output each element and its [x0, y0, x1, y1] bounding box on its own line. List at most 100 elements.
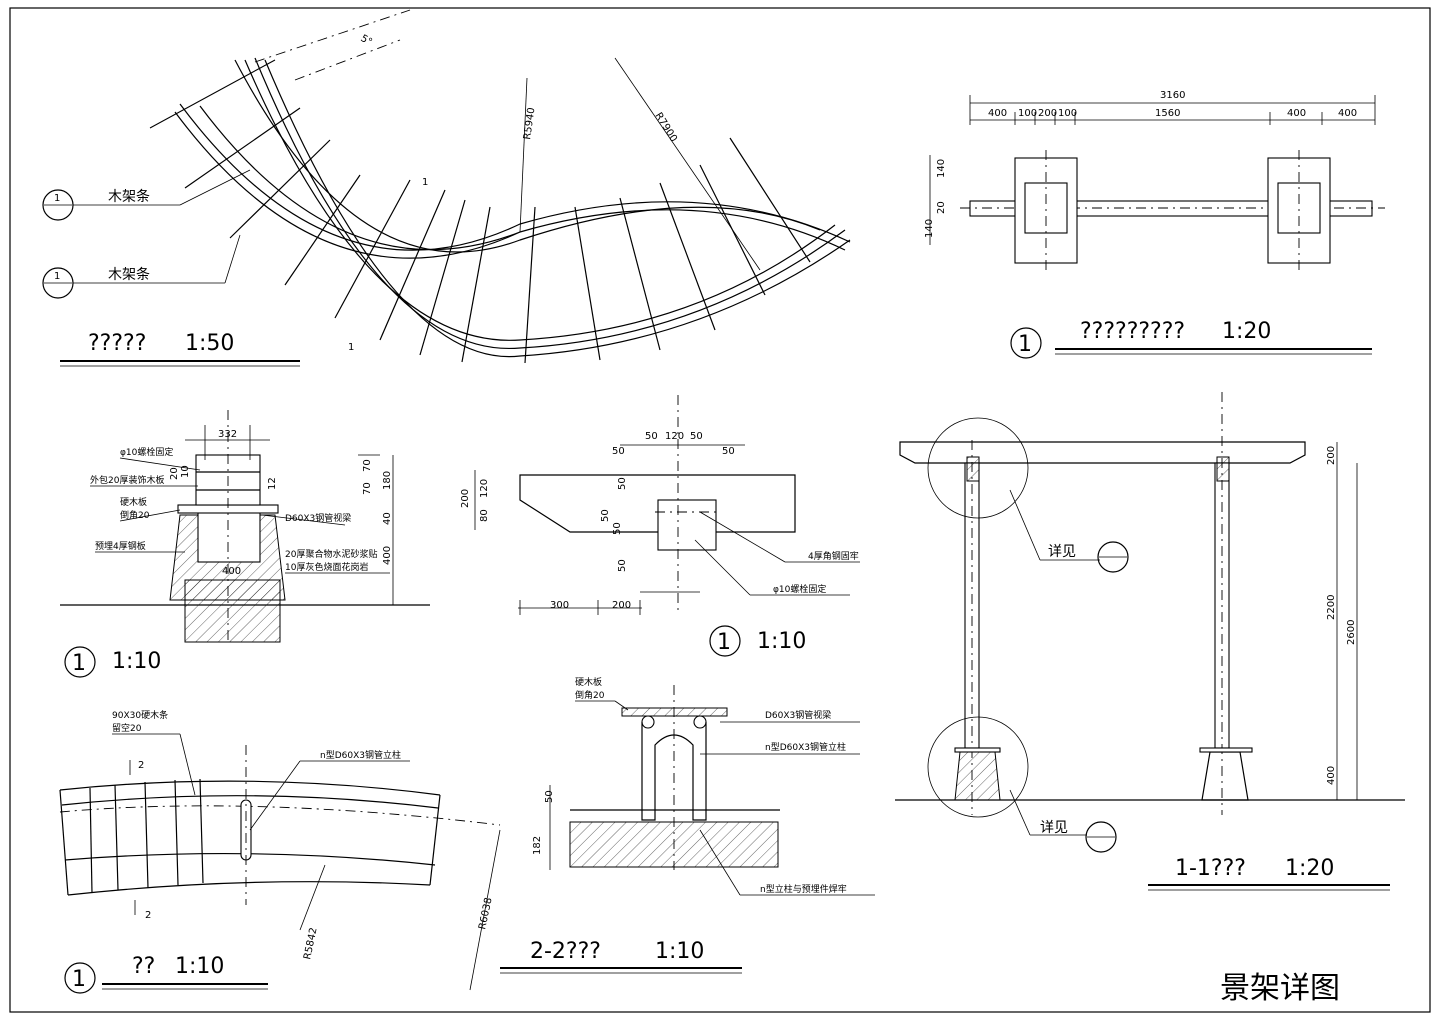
beam-joint-detail: 300 200 50 50 120 50 50 200 120 80 50 50… — [460, 395, 860, 657]
footing-detail: 332 400 20 10 12 70 70 180 40 400 φ10螺栓固… — [60, 410, 430, 678]
joint-dim-top-3: 120 — [665, 431, 684, 442]
s22-scale: 1:10 — [655, 939, 704, 964]
plan-section-mark-bottom: 1 — [348, 342, 354, 353]
joint-note-bolt: φ10螺栓固定 — [773, 583, 826, 595]
beam-plan-dim-6: 400 — [1287, 108, 1306, 119]
s22-note-hardwood: 硬木板 — [575, 676, 602, 688]
footing-note-mortar: 20厚聚合物水泥砂浆贴 — [285, 548, 377, 560]
pp-callout — [64, 962, 96, 994]
beam-plan-dim-5: 1560 — [1155, 108, 1180, 119]
beam-plan-callout-number: 1 — [1018, 332, 1032, 357]
footing-note-bolt: φ10螺栓固定 — [120, 446, 173, 458]
partial-plan-view: 2 2 90X30硬木条 留空20 n型D60X3钢管立柱 R5842 R603… — [59, 709, 501, 994]
beam-plan-title: ????????? — [1080, 319, 1185, 344]
beam-plan-left-dim-2: 20 — [936, 201, 947, 214]
s22-note-chamfer: 倒角20 — [575, 689, 605, 701]
pp-scale: 1:10 — [175, 954, 224, 979]
joint-dim-top-2: 50 — [645, 431, 658, 442]
footing-dim-70b: 70 — [362, 482, 373, 495]
plan-section-mark-top: 1 — [422, 177, 428, 188]
beam-plan-view: 3160 400 100 200 100 1560 400 400 140 — [924, 90, 1385, 359]
sheet-border — [9, 7, 1431, 1013]
plan-callout-1-number: 1 — [54, 193, 60, 204]
footing-dim-400: 400 — [382, 546, 393, 565]
footing-dim-12: 12 — [267, 477, 278, 490]
joint-callout-number: 1 — [717, 630, 731, 655]
beam-plan-dim-3: 200 — [1038, 108, 1057, 119]
s22-note-post: n型D60X3钢管立柱 — [765, 741, 846, 753]
joint-dim-top-4: 50 — [690, 431, 703, 442]
plan-radius-outer: R7900 — [652, 111, 679, 144]
footing-dim-400-width: 400 — [222, 566, 241, 577]
joint-dim-300: 300 — [550, 600, 569, 611]
s11-dim-2600: 2600 — [1346, 620, 1357, 645]
beam-plan-scale: 1:20 — [1222, 319, 1271, 344]
joint-dim-80-left: 80 — [479, 509, 490, 522]
s22-dim-50: 50 — [544, 790, 555, 803]
s22-title: 2-2??? — [530, 939, 601, 964]
joint-dim-50-d: 50 — [617, 559, 628, 572]
s11-note-see-top: 详见 — [1048, 544, 1076, 560]
joint-dim-top-1: 50 — [612, 446, 625, 457]
plan-radius-inner: R5940 — [522, 107, 537, 141]
pp-note-post: n型D60X3钢管立柱 — [320, 749, 401, 761]
joint-dim-50-b: 50 — [600, 509, 611, 522]
plan-title: ????? — [88, 331, 146, 356]
joint-dim-120-left: 120 — [479, 479, 490, 498]
beam-plan-dim-total: 3160 — [1160, 90, 1185, 101]
s11-title: 1-1??? — [1175, 856, 1246, 881]
section-2-2: 50 182 硬木板 倒角20 D60X3钢管视梁 n型D60X3钢管立柱 n型… — [500, 676, 875, 974]
plan-label-2: 木架条 — [108, 266, 150, 283]
sheet-title: 景架详图 — [1220, 971, 1340, 1006]
footing-note-steel-plate: 预埋4厚钢板 — [95, 540, 146, 552]
pp-callout-number: 1 — [72, 967, 86, 992]
footing-dim-332: 332 — [218, 429, 237, 440]
footing-note-cladding: 外包20厚装饰木板 — [90, 474, 164, 486]
pp-section-mark-top: 2 — [138, 760, 144, 771]
footing-callout-number: 1 — [72, 651, 86, 676]
joint-note-angle: 4厚角钢固牢 — [808, 550, 859, 562]
s11-dim-200: 200 — [1326, 446, 1337, 465]
joint-dim-50-a: 50 — [617, 477, 628, 490]
beam-plan-left-dim-1: 140 — [936, 159, 947, 178]
footing-dim-20: 20 — [169, 467, 180, 480]
s22-note-beam: D60X3钢管视梁 — [765, 709, 831, 721]
pp-title: ?? — [132, 954, 155, 979]
joint-dim-50-c: 50 — [612, 522, 623, 535]
s11-note-see-bottom: 详见 — [1040, 820, 1068, 836]
footing-dim-70a: 70 — [362, 459, 373, 472]
footing-dim-10: 10 — [180, 465, 191, 478]
s11-scale: 1:20 — [1285, 856, 1334, 881]
s22-note-weld: n型立柱与预埋件焊牢 — [760, 883, 847, 895]
plan-callout-2-number: 1 — [54, 271, 60, 282]
footing-dim-180: 180 — [382, 471, 393, 490]
s11-dim-400: 400 — [1326, 766, 1337, 785]
pp-section-mark-bottom: 2 — [145, 910, 151, 921]
beam-plan-callout — [1010, 327, 1042, 359]
beam-plan-dim-1: 400 — [988, 108, 1007, 119]
joint-callout — [709, 625, 741, 657]
pp-radius-a: R5842 — [302, 927, 319, 961]
beam-plan-dim-2: 100 — [1018, 108, 1037, 119]
footing-note-hardwood: 硬木板 — [120, 496, 147, 508]
joint-dim-top-5: 50 — [722, 446, 735, 457]
s22-dim-182: 182 — [532, 836, 543, 855]
footing-note-chamfer: 倒角20 — [120, 509, 150, 521]
beam-plan-left-dim-3: 140 — [924, 219, 935, 238]
beam-plan-dim-4: 100 — [1058, 108, 1077, 119]
pp-radius-b: R6038 — [477, 897, 494, 931]
s11-dim-2200: 2200 — [1326, 595, 1337, 620]
plan-scale: 1:50 — [185, 331, 234, 356]
footing-note-granite: 10厚灰色烧面花岗岩 — [285, 561, 368, 573]
footing-note-steel-beam: D60X3钢管视梁 — [285, 512, 351, 524]
plan-view: R5940 R7900 5° 1 1 1 木架条 1 木架条 ????? 1:5… — [42, 9, 851, 367]
joint-dim-200-left: 200 — [460, 489, 471, 508]
pp-note-hardwood: 90X30硬木条 — [112, 709, 168, 721]
footing-callout — [64, 646, 96, 678]
plan-angle-label: 5° — [359, 33, 374, 48]
section-1-1: 200 2200 2600 400 详见 详见 1-1??? 1:20 — [895, 392, 1405, 891]
footing-dim-40: 40 — [382, 512, 393, 525]
pp-note-gap: 留空20 — [112, 722, 142, 734]
plan-label-1: 木架条 — [108, 188, 150, 205]
